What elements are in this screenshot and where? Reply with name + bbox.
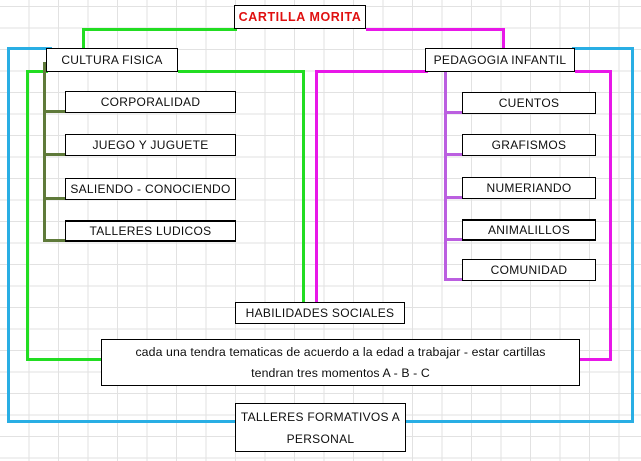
child-box-comunidad[interactable]: COMUNIDAD xyxy=(462,259,596,281)
olive-link-talleres xyxy=(43,239,67,242)
olive-link-juego xyxy=(43,153,67,156)
green-link-note-horizontal xyxy=(26,358,104,361)
violet-link-cuentos xyxy=(444,111,464,114)
green-link-title-vertical xyxy=(82,28,85,50)
magenta-link-title-vertical xyxy=(502,28,505,50)
branch-box-pedagogia-infantil[interactable]: PEDAGOGIA INFANTIL xyxy=(425,48,575,72)
olive-link-spine xyxy=(43,62,46,242)
child-box-saliendo-conociendo[interactable]: SALIENDO - CONOCIENDO xyxy=(65,178,236,200)
olive-link-corporalidad xyxy=(43,110,67,113)
magenta-link-title-horizontal xyxy=(366,28,505,31)
green-link-left-top-stub xyxy=(26,70,48,73)
frame-line-bottom-right xyxy=(402,420,634,423)
child-box-corporalidad[interactable]: CORPORALIDAD xyxy=(65,91,236,113)
child-box-juego-y-juguete[interactable]: JUEGO Y JUGUETE xyxy=(65,134,236,156)
magenta-link-branch-vertical-left xyxy=(315,70,318,305)
footer-line-2: PERSONAL xyxy=(286,431,355,446)
footer-box-talleres-formativos[interactable]: TALLERES FORMATIVOS A PERSONAL xyxy=(235,403,406,452)
note-line-2: tendran tres momentos A - B - C xyxy=(251,365,430,380)
footer-line-1: TALLERES FORMATIVOS A xyxy=(240,409,401,424)
green-link-title-horizontal xyxy=(82,28,237,31)
green-link-branch-horizontal xyxy=(178,70,305,73)
child-box-talleres-ludicos[interactable]: TALLERES LUDICOS xyxy=(65,220,236,242)
violet-link-spine xyxy=(444,62,447,280)
magenta-link-right-vertical xyxy=(609,70,612,361)
branch-box-cultura-fisica[interactable]: CULTURA FISICA xyxy=(46,48,178,72)
note-box[interactable]: cada una tendra tematicas de acuerdo a l… xyxy=(101,339,580,386)
child-box-numeriando[interactable]: NUMERIANDO xyxy=(462,177,596,199)
frame-line-top-right xyxy=(572,47,634,50)
shared-node-habilidades-sociales[interactable]: HABILIDADES SOCIALES xyxy=(235,302,405,324)
violet-link-animalillos xyxy=(444,238,464,241)
magenta-link-branch-horizontal xyxy=(315,70,428,73)
frame-line-top-left xyxy=(7,47,52,50)
child-box-cuentos[interactable]: CUENTOS xyxy=(462,92,596,114)
frame-line-left xyxy=(7,47,10,423)
green-link-left-vertical xyxy=(26,70,29,361)
title-box[interactable]: CARTILLA MORITA xyxy=(234,5,366,29)
violet-link-numeriando xyxy=(444,196,464,199)
magenta-link-right-top xyxy=(575,70,612,73)
frame-line-right xyxy=(631,47,634,423)
frame-line-bottom-left xyxy=(7,420,239,423)
violet-link-comunidad xyxy=(444,278,464,281)
note-line-1: cada una tendra tematicas de acuerdo a l… xyxy=(135,344,546,359)
olive-link-saliendo xyxy=(43,197,67,200)
green-link-branch-vertical-right xyxy=(302,70,305,305)
magenta-link-note-horizontal xyxy=(578,358,612,361)
child-box-grafismos[interactable]: GRAFISMOS xyxy=(462,134,596,156)
child-box-animalillos[interactable]: ANIMALILLOS xyxy=(462,219,596,241)
violet-link-grafismos xyxy=(444,153,464,156)
